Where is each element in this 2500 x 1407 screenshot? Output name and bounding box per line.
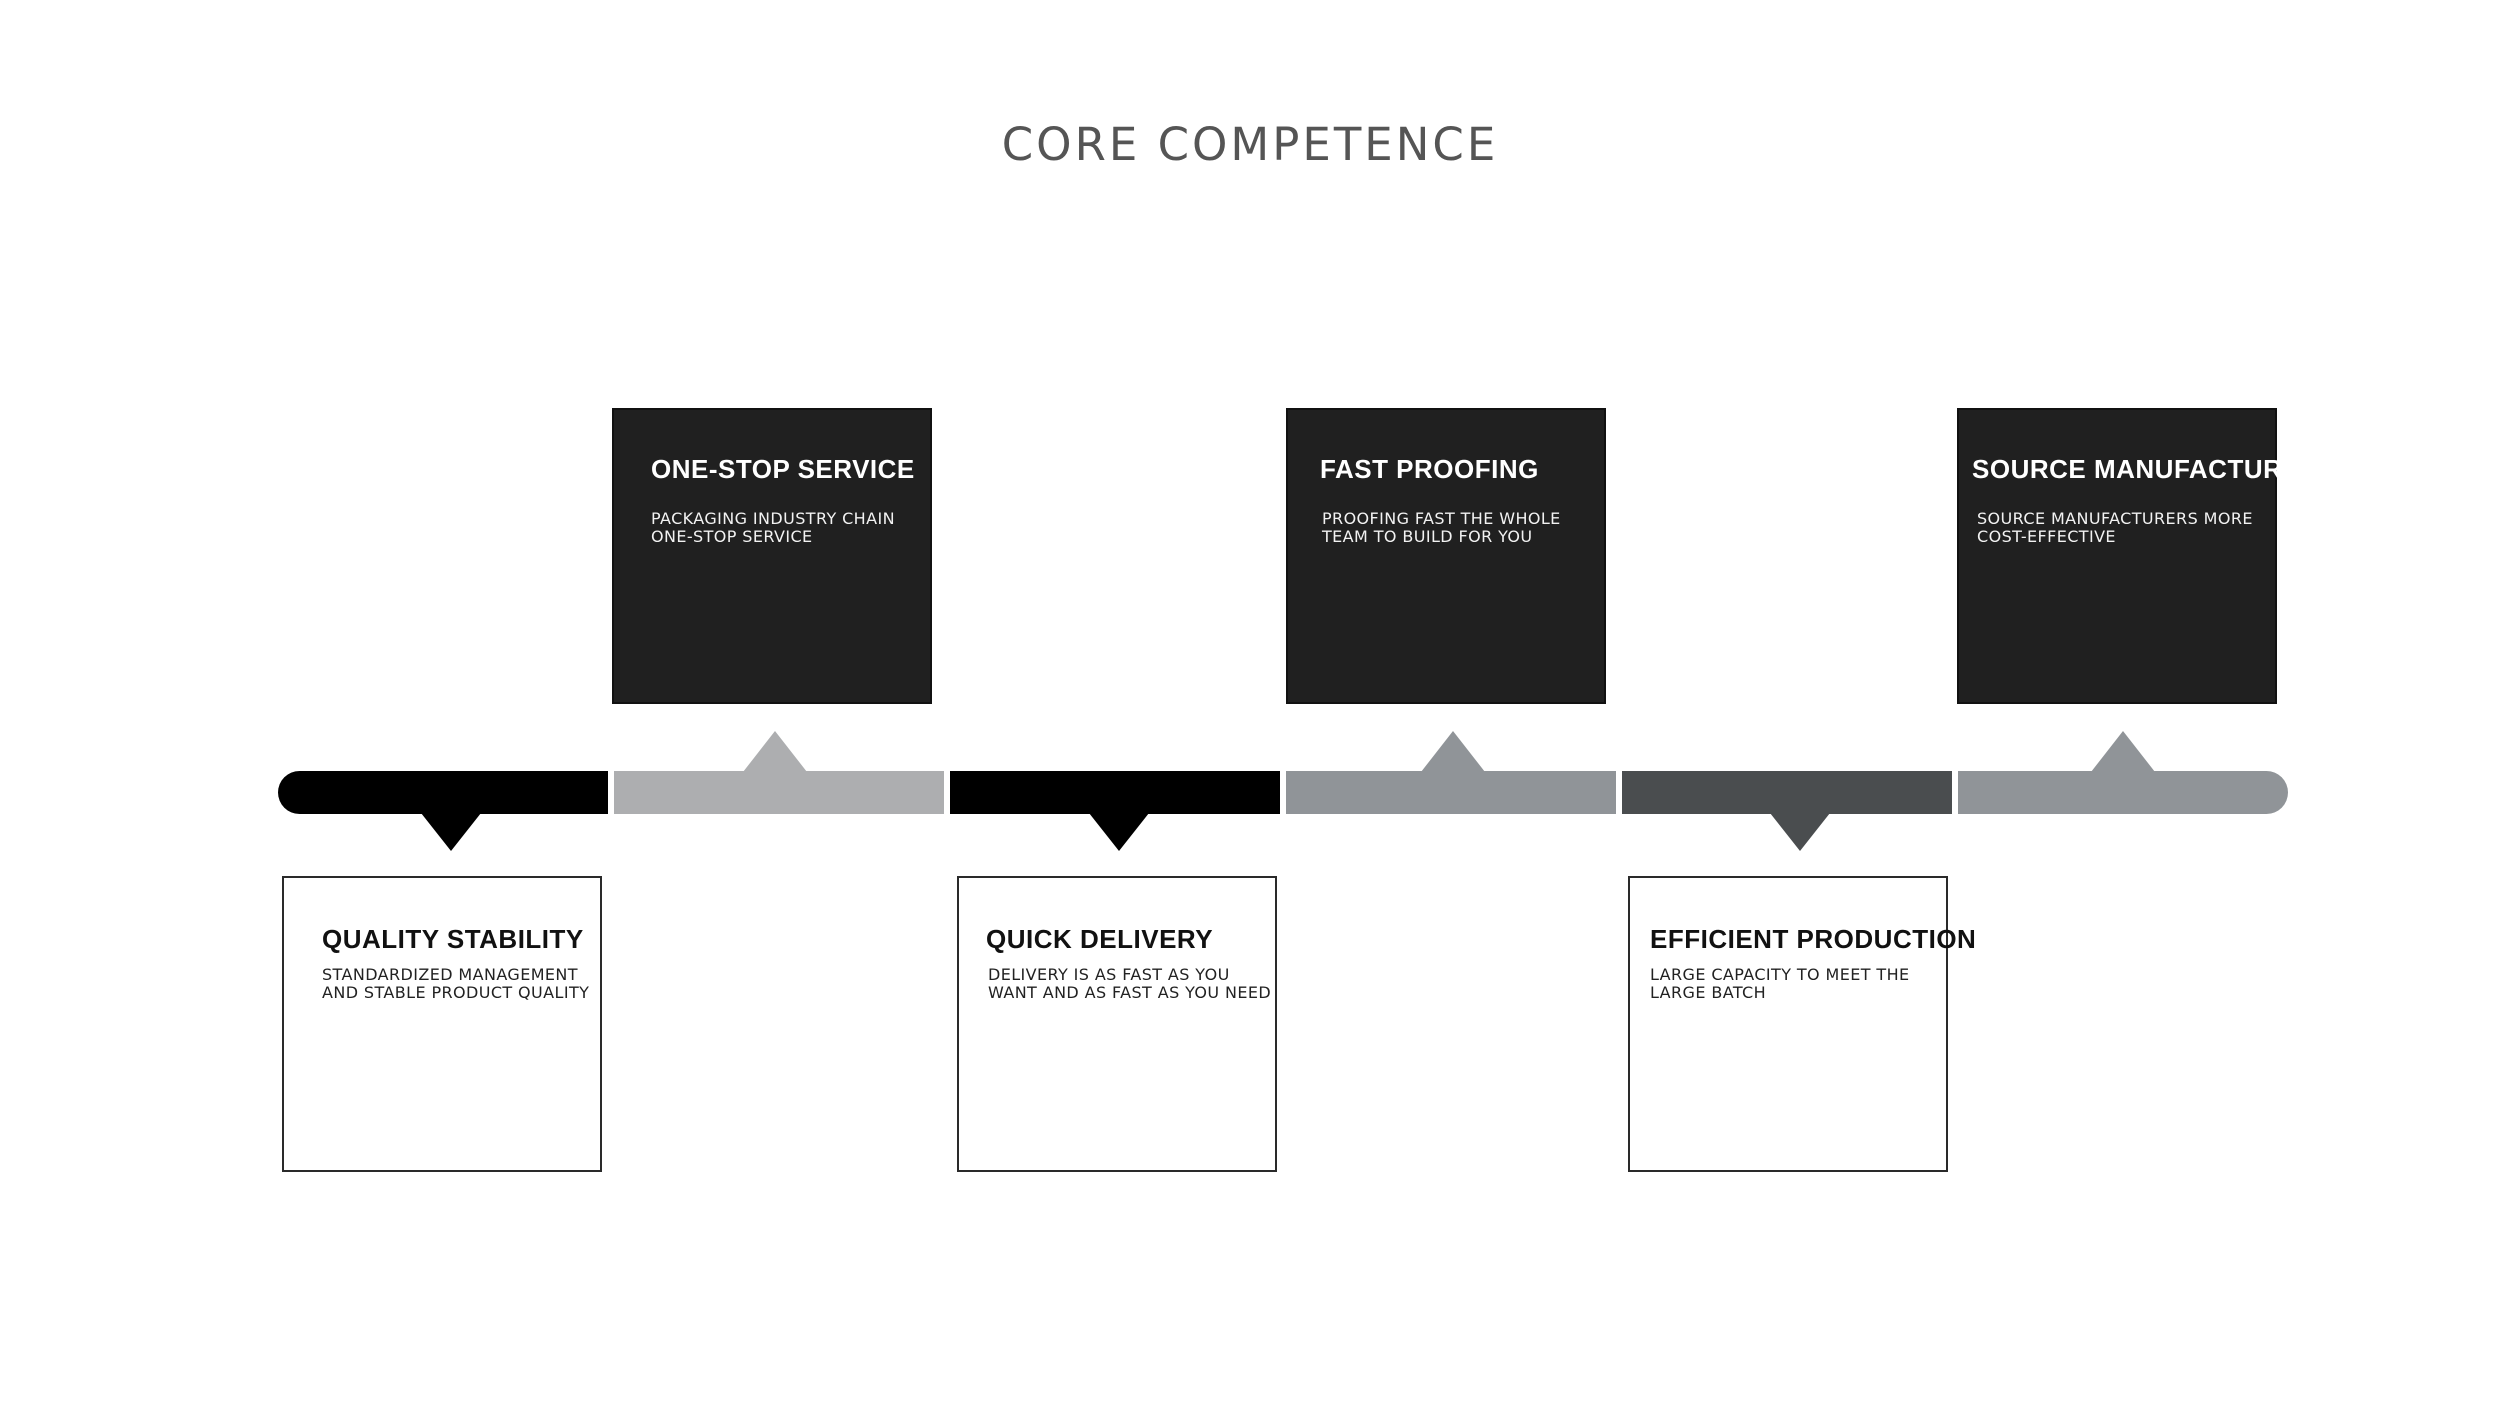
card-title: QUICK DELIVERY <box>986 924 1214 954</box>
timeline-pointer-5 <box>1770 813 1830 851</box>
card-title: QUALITY STABILITY <box>322 924 584 954</box>
timeline-segment-1 <box>278 771 608 814</box>
card-description: LARGE CAPACITY TO MEET THE LARGE BATCH <box>1650 965 1910 1002</box>
timeline-segment-4 <box>1286 771 1616 814</box>
timeline-pointer-6 <box>2091 731 2155 772</box>
card-description: PACKAGING INDUSTRY CHAIN ONE-STOP SERVIC… <box>651 509 895 546</box>
card-title: EFFICIENT PRODUCTION <box>1650 924 1977 954</box>
card-description: PROOFING FAST THE WHOLE TEAM TO BUILD FO… <box>1322 509 1561 546</box>
card-title: SOURCE MANUFACTURER <box>1972 454 2320 484</box>
timeline-pointer-1 <box>421 813 481 851</box>
timeline-segment-2 <box>614 771 944 814</box>
card-quick-delivery: QUICK DELIVERY DELIVERY IS AS FAST AS YO… <box>957 876 1277 1172</box>
card-efficient-production: EFFICIENT PRODUCTION LARGE CAPACITY TO M… <box>1628 876 1976 1172</box>
card-title: ONE-STOP SERVICE <box>651 454 915 484</box>
timeline-pointer-3 <box>1089 813 1149 851</box>
card-fast-proofing: FAST PROOFING PROOFING FAST THE WHOLE TE… <box>1286 408 1606 704</box>
timeline-pointer-4 <box>1421 731 1485 772</box>
timeline-segment-6 <box>1958 771 2288 814</box>
timeline-segment-5 <box>1622 771 1952 814</box>
timeline-segment-3 <box>950 771 1280 814</box>
card-quality-stability: QUALITY STABILITY STANDARDIZED MANAGEMEN… <box>282 876 602 1172</box>
page-title: CORE COMPETENCE <box>1001 118 1499 171</box>
card-description: SOURCE MANUFACTURERS MORE COST-EFFECTIVE <box>1977 509 2253 546</box>
timeline-pointer-2 <box>743 731 807 772</box>
card-title: FAST PROOFING <box>1320 454 1539 484</box>
card-description: STANDARDIZED MANAGEMENT AND STABLE PRODU… <box>322 965 590 1002</box>
card-description: DELIVERY IS AS FAST AS YOU WANT AND AS F… <box>988 965 1272 1002</box>
card-one-stop-service: ONE-STOP SERVICE PACKAGING INDUSTRY CHAI… <box>612 408 932 704</box>
card-source-manufacturer: SOURCE MANUFACTURER SOURCE MANUFACTURERS… <box>1957 408 2319 704</box>
